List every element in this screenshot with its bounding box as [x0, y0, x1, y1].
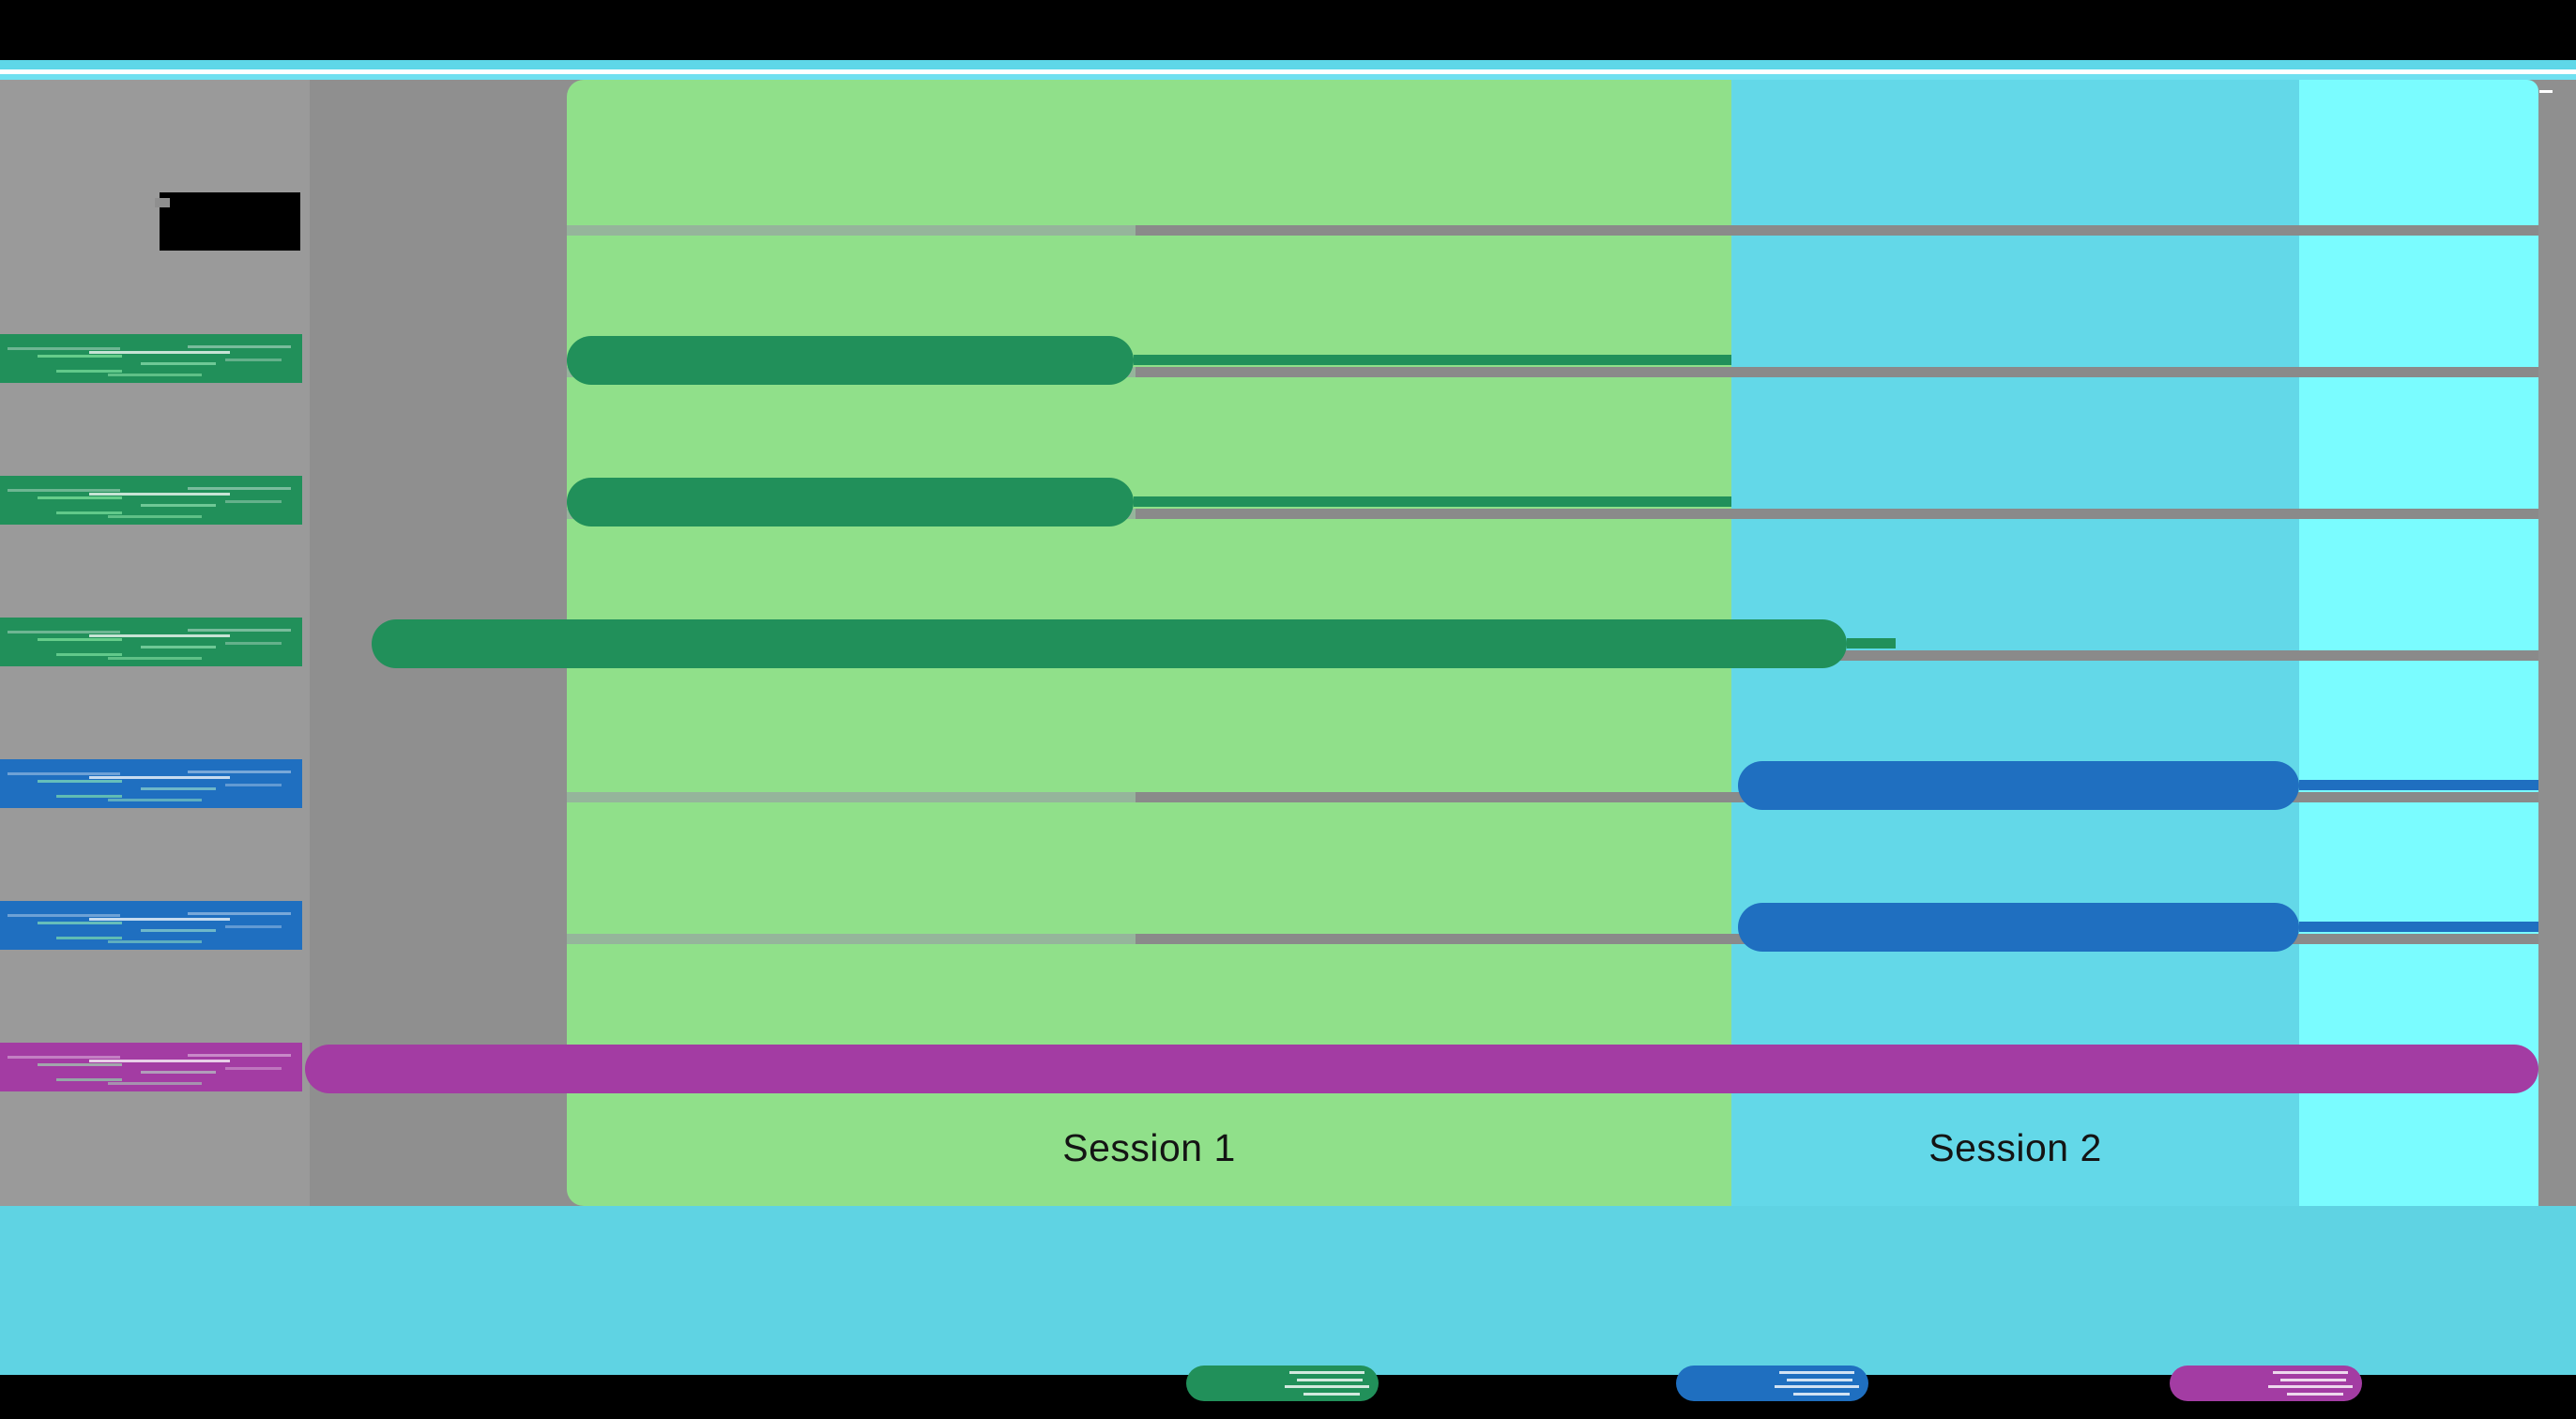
- y-axis-label: [0, 901, 302, 950]
- top-strip-white: [0, 69, 2576, 74]
- task-bar-tail: [1847, 638, 1896, 648]
- task-bar-tail: [2299, 922, 2538, 932]
- task-bar[interactable]: [1738, 761, 2299, 810]
- task-bar[interactable]: [1738, 903, 2299, 952]
- y-axis-gutter: [0, 80, 567, 1206]
- gridline: [1136, 509, 2538, 519]
- gridline: [1136, 367, 2538, 377]
- right-scroll-gutter[interactable]: [2538, 89, 2576, 1206]
- legend-item[interactable]: [1676, 1366, 1868, 1401]
- top-strip-cyan: [0, 60, 2576, 69]
- gridline: [567, 792, 1136, 802]
- top-letterbox: [0, 0, 2576, 60]
- y-axis-label: [0, 618, 302, 666]
- task-bar-tail: [2299, 780, 2538, 790]
- session-band-2: Session 2: [1731, 80, 2299, 1206]
- y-axis-label: [0, 476, 302, 525]
- y-axis-label: [0, 1043, 302, 1091]
- legend-item[interactable]: [2170, 1366, 2362, 1401]
- task-bar[interactable]: [567, 478, 1134, 526]
- legend-item[interactable]: [1186, 1366, 1379, 1401]
- right-gutter-tick: [2539, 90, 2553, 93]
- bottom-cyan-band: [0, 1206, 2576, 1375]
- task-bar[interactable]: [567, 336, 1134, 385]
- task-bar-tail: [1134, 355, 1731, 365]
- session-1-label: Session 1: [1062, 1126, 1236, 1169]
- top-strip-cyan-secondary: [0, 74, 2576, 80]
- session-2-label: Session 2: [1928, 1126, 2102, 1169]
- plot-area: Session 1 Session 2: [0, 80, 2576, 1206]
- y-axis-label: [0, 334, 302, 383]
- y-axis-label: [0, 759, 302, 808]
- chart-title-redaction: [155, 192, 300, 251]
- task-bar[interactable]: [305, 1045, 2538, 1093]
- gridline: [1136, 225, 2538, 236]
- task-bar-tail: [1134, 496, 1731, 507]
- gridline: [567, 934, 1136, 944]
- session-band-3: [2299, 80, 2538, 1206]
- task-bar[interactable]: [372, 619, 1847, 668]
- gridline: [567, 225, 1136, 236]
